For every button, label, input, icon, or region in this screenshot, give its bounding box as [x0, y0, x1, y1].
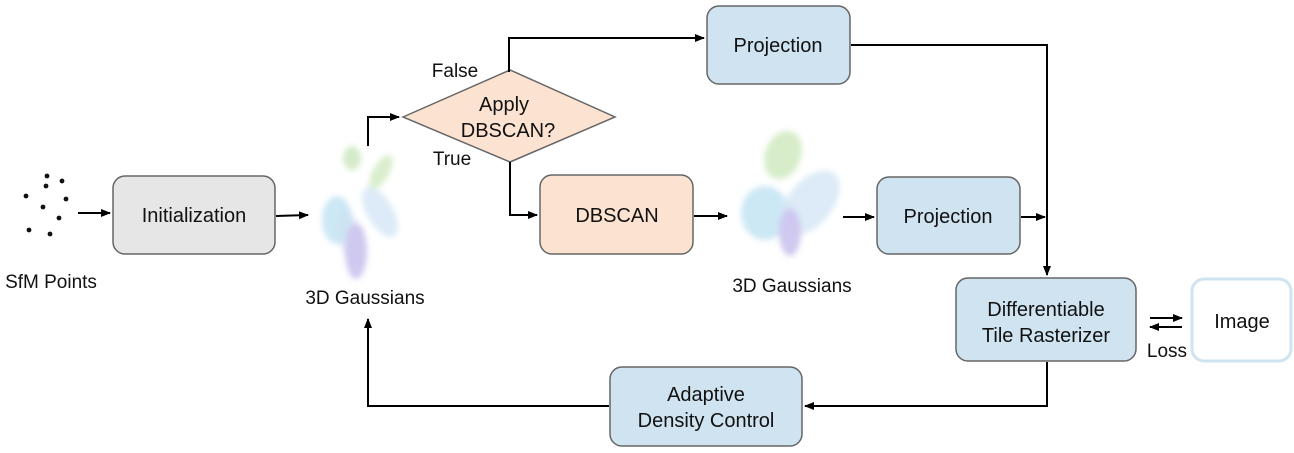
adaptive-line-1: Adaptive: [667, 384, 745, 406]
projection-mid-label: Projection: [904, 206, 993, 228]
decision-line-2: DBSCAN?: [461, 120, 555, 142]
dbscan-label: DBSCAN: [575, 205, 658, 227]
initialization-label: Initialization: [142, 205, 247, 227]
true-label: True: [433, 149, 471, 170]
apply-dbscan-decision: Apply DBSCAN?: [401, 69, 617, 163]
loss-arrows-icon: [1149, 314, 1183, 331]
edge-false-to-projection: [508, 34, 705, 72]
rasterizer-line-1: Differentiable: [987, 299, 1104, 321]
sfm-points-icon: [23, 173, 69, 237]
false-label: False: [432, 61, 478, 82]
edges: [78, 34, 1051, 410]
edge-adaptive-to-gaussians: [364, 318, 609, 407]
gaussians-left-label: 3D Gaussians: [305, 288, 424, 309]
projection-mid-node: Projection: [876, 176, 1021, 255]
decision-line-1: Apply: [479, 94, 529, 116]
edge-projection-top-to-rasterizer: [851, 44, 1051, 276]
edge-init-to-gaussians: [275, 211, 309, 220]
edge-gaussians-to-decision: [367, 113, 400, 146]
sfm-points-label: SfM Points: [5, 272, 97, 293]
initialization-node: Initialization: [112, 175, 276, 255]
edge-rasterizer-to-adaptive: [804, 362, 1048, 410]
adaptive-density-node: Adaptive Density Control: [609, 366, 803, 447]
projection-top-node: Projection: [706, 5, 851, 85]
edge-true-to-dbscan: [509, 162, 538, 219]
image-label: Image: [1214, 311, 1270, 333]
gaussians-right-icon: [741, 130, 840, 256]
dbscan-node: DBSCAN: [539, 174, 694, 255]
adaptive-line-2: Density Control: [638, 410, 775, 432]
loss-label: Loss: [1147, 341, 1187, 362]
rasterizer-node: Differentiable Tile Rasterizer: [955, 277, 1137, 362]
rasterizer-line-2: Tile Rasterizer: [982, 325, 1111, 347]
projection-top-label: Projection: [734, 35, 823, 57]
gaussians-left-icon: [322, 146, 398, 279]
gaussians-right-label: 3D Gaussians: [732, 276, 851, 297]
image-node: Image: [1190, 277, 1293, 363]
